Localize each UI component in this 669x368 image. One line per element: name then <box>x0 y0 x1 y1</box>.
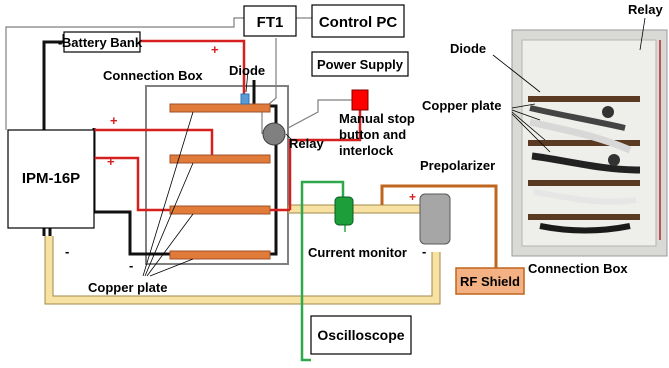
copper-plate-1 <box>169 103 271 113</box>
copper-plate-2 <box>169 154 271 164</box>
connection-box-title: Connection Box <box>103 68 203 83</box>
current-monitor-icon <box>334 196 354 226</box>
rf-shield-label: RF Shield <box>460 274 520 289</box>
box-ipm: IPM-16P <box>7 129 95 229</box>
connection-box-frame <box>145 85 289 265</box>
power-supply-label: Power Supply <box>317 57 404 72</box>
plus-sign: + <box>211 42 219 57</box>
minus-sign: - <box>65 244 69 259</box>
photo-copper-plate-label: Copper plate <box>422 98 501 113</box>
photo-caption: Connection Box <box>528 261 628 276</box>
box-power-supply: Power Supply <box>311 51 409 77</box>
polarity-signs: + + + + - - - - <box>58 35 426 273</box>
copper-plate-pointers <box>142 70 293 277</box>
plus-sign: + <box>110 113 118 128</box>
minus-sign: - <box>422 244 426 259</box>
copper-plate-3 <box>169 205 271 215</box>
manual-stop-label-3: interlock <box>339 143 394 158</box>
manual-stop-label-2: button and <box>339 127 406 142</box>
box-control-pc: Control PC <box>311 4 405 38</box>
prepolarizer-icon <box>419 193 451 245</box>
photo-diode-label: Diode <box>450 41 486 56</box>
minus-sign: - <box>129 258 133 273</box>
ft1-label: FT1 <box>257 14 284 31</box>
relay-label: Relay <box>289 136 324 151</box>
photo-relay-label: Relay <box>628 2 663 17</box>
monitor-cable <box>300 180 345 362</box>
manual-stop-label-1: Manual stop <box>339 111 415 126</box>
copper-plate-label: Copper plate <box>88 280 167 295</box>
battery-bank-label: Battery Bank <box>62 35 143 50</box>
plus-sign: + <box>409 190 416 204</box>
copper-plates <box>169 103 271 260</box>
connection-box-photo: Diode Relay Copper plate Connection Box <box>422 2 668 276</box>
relay-icon <box>262 122 286 146</box>
prepolarizer-label: Prepolarizer <box>420 158 495 173</box>
box-battery-bank: Battery Bank <box>62 31 143 53</box>
current-monitor-label: Current monitor <box>308 245 407 260</box>
box-rf-shield: RF Shield <box>455 267 525 295</box>
ipm-label: IPM-16P <box>22 170 80 187</box>
box-oscilloscope: Oscilloscope <box>310 315 412 355</box>
minus-sign: - <box>58 35 62 50</box>
control-pc-label: Control PC <box>319 14 397 31</box>
plus-sign: + <box>107 154 115 169</box>
diode-icon <box>240 93 250 105</box>
diode-label: Diode <box>229 63 265 78</box>
copper-plate-4 <box>169 250 271 260</box>
manual-stop-button-icon <box>351 89 369 111</box>
oscilloscope-label: Oscilloscope <box>317 327 404 343</box>
positive-wires <box>94 39 362 212</box>
box-ft1: FT1 <box>243 5 297 37</box>
